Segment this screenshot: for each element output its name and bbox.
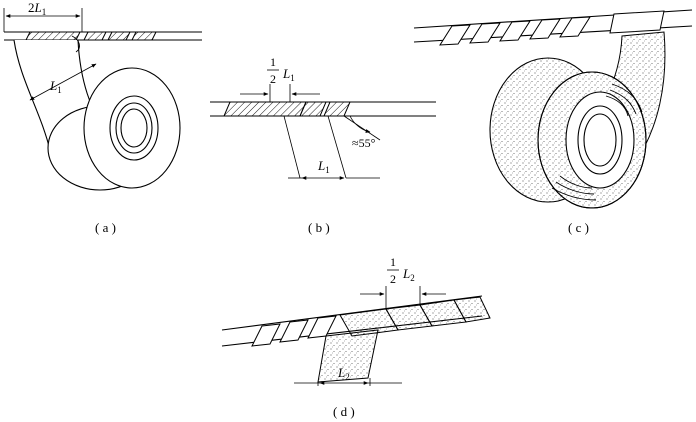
label-l1-b: L1 <box>317 158 330 175</box>
svg-text:2: 2 <box>270 72 276 86</box>
label-l2-bottom: L2 <box>337 365 350 382</box>
caption-c: ( c ) <box>568 220 589 235</box>
panel-d: 1 2 L2 L2 ( d ) <box>221 255 491 419</box>
dimension-l1-tape <box>29 63 97 101</box>
label-l1-tape: L1 <box>49 78 62 95</box>
tape-section-b <box>223 101 351 117</box>
dimension-half-l2 <box>360 286 446 309</box>
caption-b: ( b ) <box>308 220 330 235</box>
fold-mark <box>71 35 80 53</box>
label-half-l2: 1 2 L2 <box>387 255 415 286</box>
panel-c: ( c ) <box>413 9 693 235</box>
svg-text:L1: L1 <box>282 66 295 83</box>
tape-roll-a <box>47 67 181 191</box>
dimension-l1-b <box>283 115 380 180</box>
panel-a: 2L1 L1 ( a ) <box>3 0 202 235</box>
svg-text:1: 1 <box>270 55 276 69</box>
angle-arc <box>349 115 371 133</box>
label-angle: ≈55° <box>352 136 376 150</box>
dimension-l2 <box>294 378 402 386</box>
label-2l1: 2L1 <box>28 0 46 17</box>
label-half-l1: 1 2 L1 <box>267 55 295 86</box>
tape-turns-d-dotted <box>339 296 491 337</box>
tape-turns-a <box>25 31 157 41</box>
tape-turns-c <box>439 10 665 46</box>
svg-text:1: 1 <box>390 255 396 269</box>
svg-text:L2: L2 <box>402 266 415 283</box>
caption-d: ( d ) <box>333 404 355 419</box>
roll-ridges <box>551 83 643 201</box>
dimension-half-l1 <box>240 84 320 102</box>
caption-a: ( a ) <box>95 220 116 235</box>
svg-text:2: 2 <box>390 272 396 286</box>
dimension-2l1 <box>3 8 83 32</box>
tape-strip-d <box>317 329 379 383</box>
angle-leg <box>343 115 381 141</box>
panel-b: 1 2 L1 L1 ≈55° ( b ) <box>210 55 436 235</box>
tape-roll-c <box>489 57 647 209</box>
